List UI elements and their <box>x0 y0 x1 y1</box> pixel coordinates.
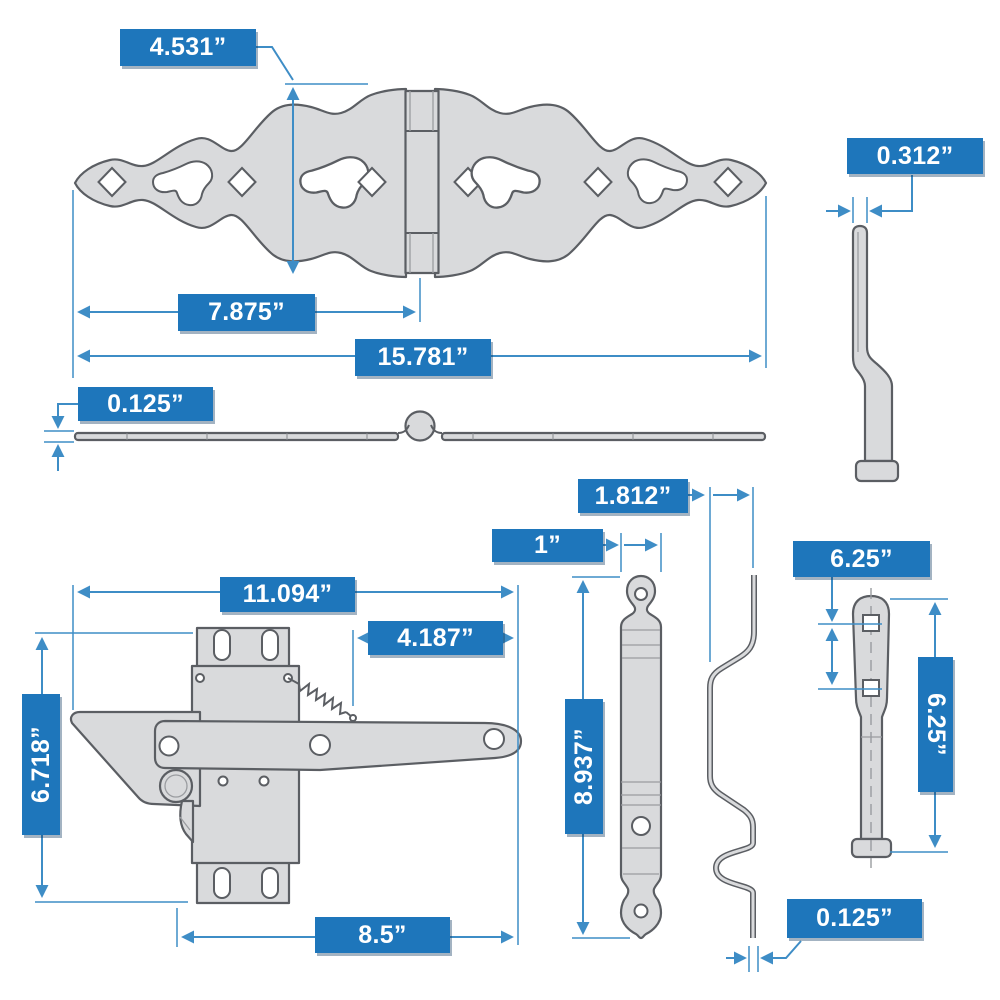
latch-bar-side-view <box>826 175 913 483</box>
latch-arm-hole <box>483 728 505 750</box>
dim-label-bar-offset: 1.812” <box>578 479 688 513</box>
dim-label-bar-length: 6.25” <box>918 657 953 792</box>
dim-hinge-height-lines <box>256 46 368 274</box>
dim-label-hinge-leaf-length: 7.875” <box>178 294 315 331</box>
dim-label-strap-width: 1” <box>492 529 603 562</box>
dim-strap-width-lines <box>603 533 662 572</box>
hinge-knuckle <box>404 89 440 275</box>
dim-hinge-thickness-lines <box>44 403 78 471</box>
dim-bar-thickness-lines <box>726 940 802 972</box>
latch-bar-bent-profile <box>688 487 802 972</box>
dim-label-latch-height: 6.718” <box>22 694 60 835</box>
dim-label-latch-arm-length: 4.187” <box>368 621 503 655</box>
dim-label-strap-length: 8.937” <box>565 699 603 834</box>
dim-label-hinge-thickness: 0.125” <box>78 387 213 421</box>
strap-hinge-edge-view <box>44 403 767 471</box>
dim-label-latch-base-length: 8.5” <box>315 917 450 953</box>
dim-label-latch-total-width: 11.094” <box>220 577 355 612</box>
dim-label-bar-hole-spacing: 6.25” <box>793 541 930 577</box>
dim-label-side-bar-width: 0.312” <box>847 138 983 174</box>
dim-label-bar-thickness: 0.125” <box>787 899 922 938</box>
latch-wing-and-arm <box>153 719 523 772</box>
dim-side-bar-width-lines <box>826 175 913 223</box>
dim-bar-hole-spacing-lines <box>818 577 882 690</box>
bar-foot <box>854 459 900 483</box>
latch-spring <box>287 677 357 722</box>
gate-latch-face-view <box>35 585 523 947</box>
latch-pawl <box>179 799 195 844</box>
strap-hinge-face-view <box>72 46 768 378</box>
dim-label-hinge-total-length: 15.781” <box>355 339 491 376</box>
edge-knuckle-barrel <box>404 410 436 442</box>
dim-bar-offset-lines <box>688 487 754 662</box>
dim-label-hinge-height: 4.531” <box>120 29 256 66</box>
